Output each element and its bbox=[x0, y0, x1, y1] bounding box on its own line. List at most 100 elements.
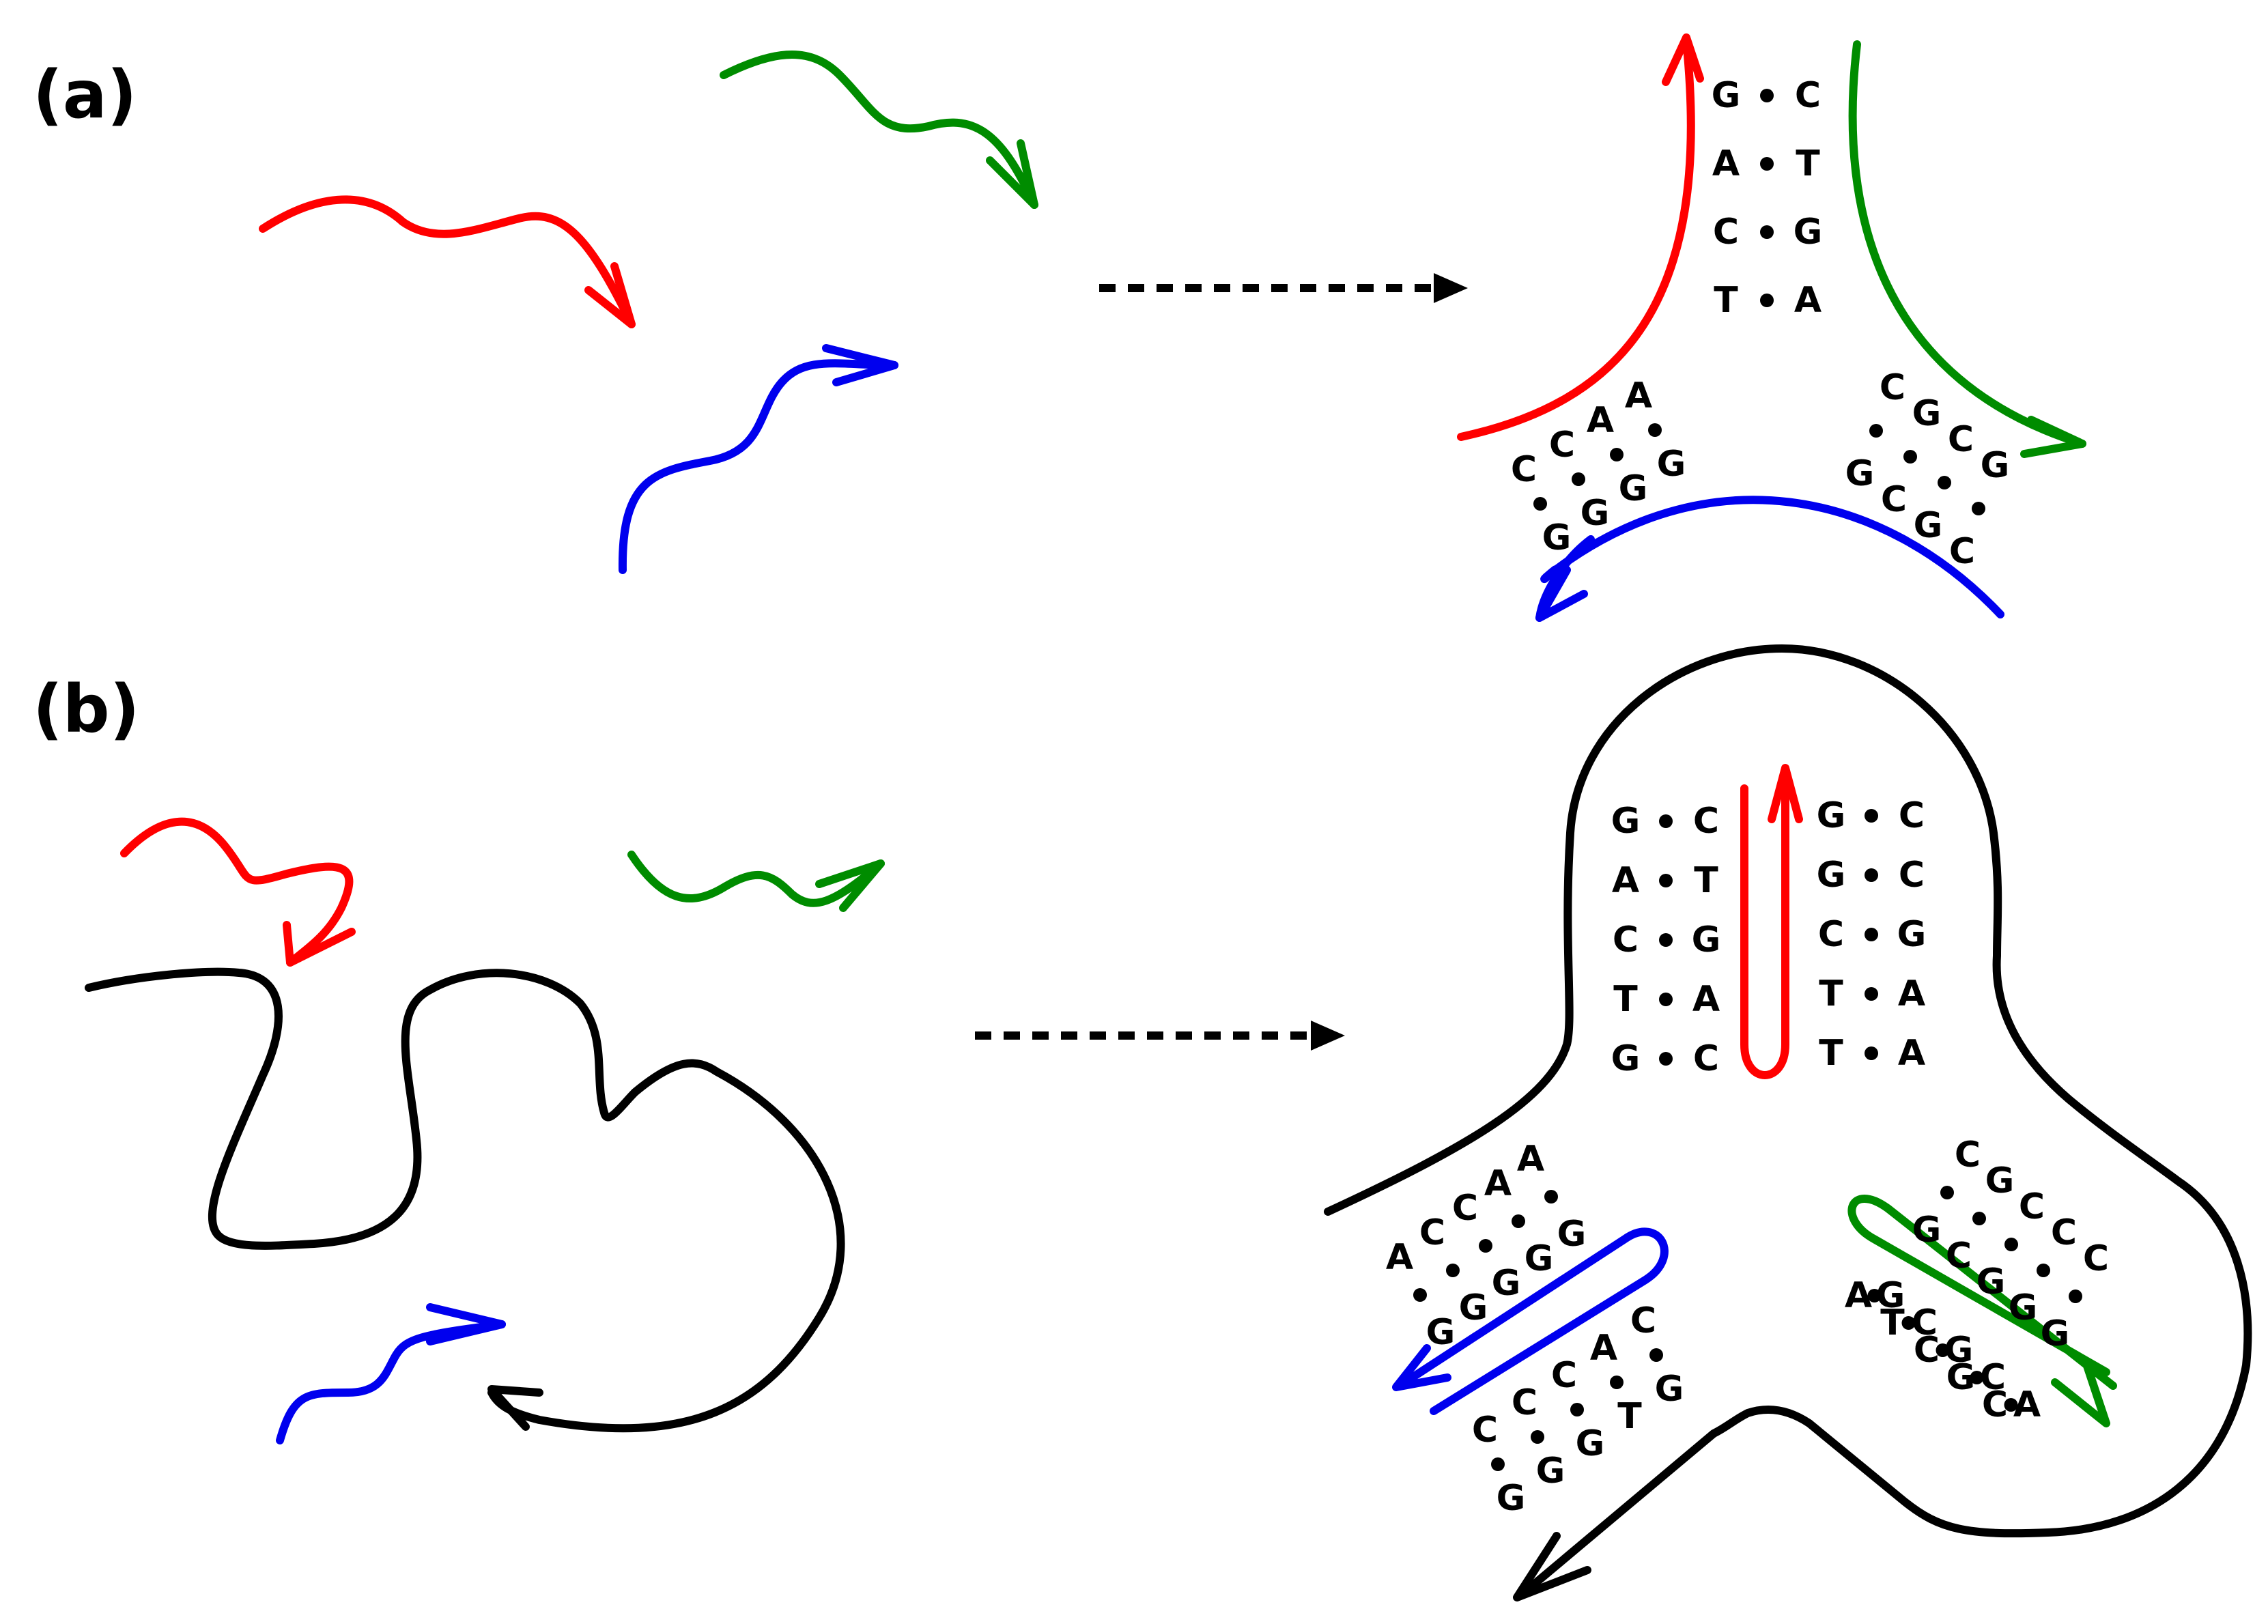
red-free-strand-arrowhead bbox=[584, 262, 636, 328]
base-letter: G bbox=[1985, 1160, 2015, 1201]
base-pair-dot bbox=[1940, 1186, 1954, 1199]
base-letter: C bbox=[1946, 1236, 1972, 1277]
base-pair-dot bbox=[1649, 1348, 1663, 1362]
base-letter: A bbox=[1712, 143, 1740, 184]
base-pair-dot bbox=[1865, 868, 1878, 882]
base-letter: A bbox=[1898, 973, 1925, 1014]
base-letter: G bbox=[1525, 1238, 1554, 1279]
base-letter: G bbox=[1492, 1263, 1521, 1304]
base-letter: C bbox=[1880, 367, 1905, 408]
base-pair-dot bbox=[1572, 472, 1585, 486]
base-pair-dot bbox=[1970, 1371, 1984, 1384]
base-letter: T bbox=[1796, 143, 1820, 184]
base-pair-dot bbox=[1570, 1403, 1584, 1416]
base-letter: C bbox=[1551, 1355, 1577, 1396]
base-letter: C bbox=[2083, 1238, 2109, 1279]
base-pair-dot bbox=[2004, 1238, 2018, 1251]
base-letter: G bbox=[1976, 1262, 2006, 1302]
base-pair-dot bbox=[1869, 424, 1883, 438]
base-letter: G bbox=[1542, 517, 1572, 558]
base-letter: A bbox=[1794, 280, 1822, 321]
base-letter: G bbox=[1912, 1210, 1942, 1251]
base-pair-dot bbox=[1936, 1343, 1950, 1357]
base-letter: G bbox=[1619, 468, 1648, 509]
base-letter: G bbox=[1459, 1287, 1488, 1328]
base-letter: C bbox=[1899, 855, 1925, 896]
base-letter: C bbox=[1512, 1382, 1537, 1423]
base-pair-dot bbox=[1865, 987, 1878, 1001]
base-letter: C bbox=[1914, 1330, 1940, 1371]
base-pair-dot bbox=[1659, 1052, 1673, 1066]
base-letter: C bbox=[1912, 1302, 1938, 1343]
base-pair-dot bbox=[1659, 933, 1673, 947]
base-letter: T bbox=[1714, 280, 1738, 321]
base-pair-dot bbox=[1760, 225, 1774, 239]
base-letter: C bbox=[1980, 1357, 2006, 1398]
base-letter: C bbox=[1949, 531, 1975, 572]
base-letter: T bbox=[1819, 1033, 1843, 1074]
base-letter: G bbox=[1576, 1423, 1605, 1464]
panel-a-free-strands bbox=[259, 51, 1038, 574]
base-pair-dot bbox=[1512, 1214, 1525, 1228]
base-letter: C bbox=[1693, 801, 1719, 842]
base-letter: C bbox=[1511, 449, 1537, 490]
base-pair-dot bbox=[1901, 1316, 1916, 1330]
base-letter: G bbox=[1657, 444, 1686, 485]
base-letter: C bbox=[1795, 75, 1821, 116]
base-pair-dot bbox=[1610, 448, 1624, 461]
base-letter: G bbox=[2009, 1287, 2038, 1328]
panel-b-label: (b) bbox=[33, 671, 139, 747]
base-pair-dot bbox=[1610, 1376, 1624, 1389]
base-letter: C bbox=[1982, 1384, 2008, 1425]
base-pair-dot bbox=[1531, 1430, 1544, 1444]
base-letter: G bbox=[1914, 505, 1943, 546]
base-pair-dot bbox=[1865, 1046, 1878, 1060]
base-letter: A bbox=[1612, 860, 1639, 901]
base-pair-dot bbox=[1972, 1212, 1986, 1225]
base-letter: T bbox=[1819, 973, 1843, 1014]
base-letter: G bbox=[1580, 493, 1610, 534]
base-letter: C bbox=[1713, 212, 1739, 253]
blue-free-strand bbox=[618, 359, 898, 574]
base-pair-dot bbox=[1491, 1457, 1505, 1471]
base-pair-dot bbox=[1533, 497, 1547, 511]
base-letter: T bbox=[1694, 860, 1718, 901]
panel-b-reaction-arrow bbox=[975, 1021, 1345, 1051]
base-letter: T bbox=[1880, 1302, 1905, 1343]
base-letter: A bbox=[1587, 400, 1614, 441]
base-letter: C bbox=[1881, 479, 1907, 520]
base-pair-dot bbox=[1659, 993, 1673, 1006]
junction-black-strand bbox=[1324, 644, 2252, 1598]
base-letter: A bbox=[1692, 979, 1720, 1020]
base-pair-dot bbox=[1659, 874, 1673, 887]
junction-red-hairpin bbox=[1740, 767, 1789, 1079]
base-pair-dot bbox=[1972, 502, 1985, 515]
base-pair-dot bbox=[1938, 476, 1951, 489]
junction-blue-arrowhead bbox=[1535, 566, 1588, 622]
green-free-strand-b bbox=[627, 851, 885, 907]
base-letter: G bbox=[1912, 393, 1942, 434]
base-letter: G bbox=[1817, 855, 1846, 896]
base-letter: G bbox=[1426, 1312, 1456, 1353]
base-letter: A bbox=[1845, 1275, 1872, 1316]
green-free-strand-arrowhead bbox=[986, 139, 1038, 209]
junction-blue-strand bbox=[1540, 496, 2004, 618]
base-pair-dot bbox=[2037, 1264, 2050, 1277]
base-letter: G bbox=[1794, 212, 1823, 253]
base-pair-dot bbox=[1760, 294, 1774, 307]
base-pair-dot bbox=[1413, 1288, 1427, 1302]
base-pair-dot bbox=[1446, 1264, 1460, 1277]
base-letter: T bbox=[1617, 1396, 1642, 1437]
junction-green-hairpin bbox=[1847, 1195, 2117, 1390]
black-free-strand bbox=[85, 967, 845, 1433]
base-pair-dot bbox=[2069, 1290, 2082, 1303]
base-letter: G bbox=[1897, 914, 1927, 955]
